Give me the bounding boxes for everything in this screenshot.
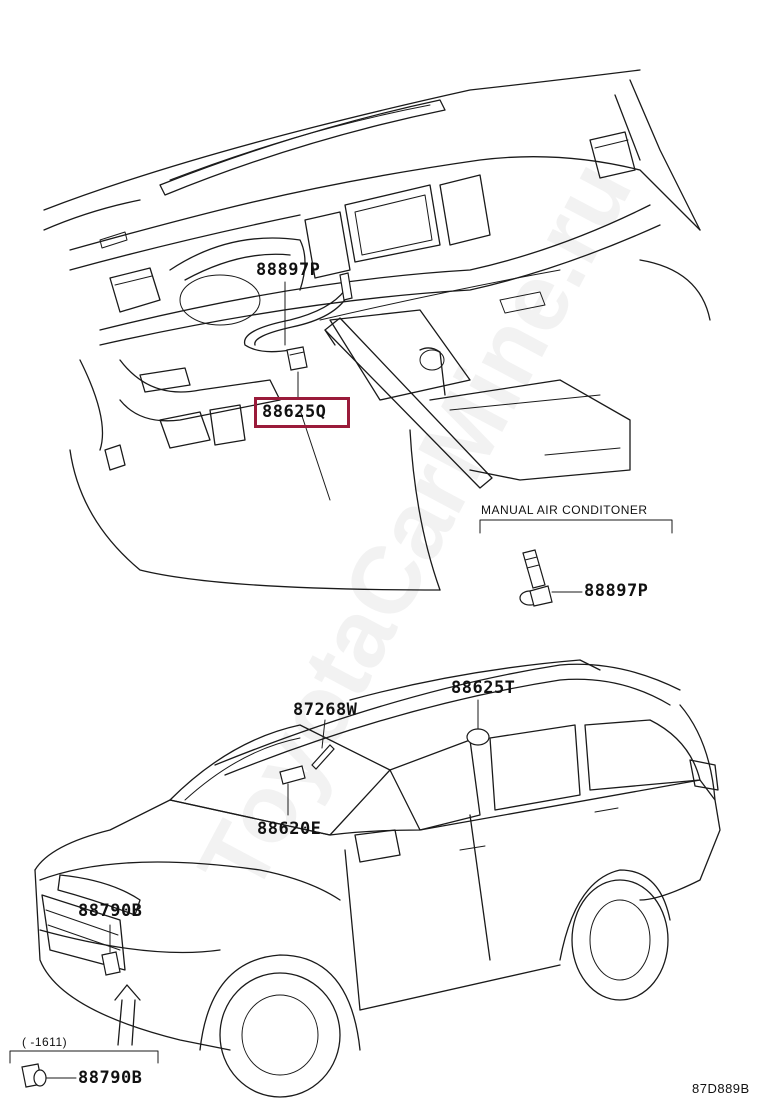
label-88625Q[interactable]: 88625Q: [262, 402, 327, 422]
vehicle-drawing: [34, 659, 721, 1098]
label-88625T[interactable]: 88625T: [451, 678, 516, 698]
label-88897P-inset[interactable]: 88897P: [584, 581, 649, 601]
inset-bracket: [479, 519, 673, 607]
label-88897P-dash[interactable]: 88897P: [256, 260, 321, 280]
label-88790B-inset[interactable]: 88790B: [78, 1068, 143, 1088]
highlight-box-88625Q: [254, 397, 350, 428]
dashboard-drawing: [43, 69, 711, 591]
label-87268W[interactable]: 87268W: [293, 700, 358, 720]
inset-title: MANUAL AIR CONDITONER: [481, 503, 648, 517]
production-range: ( -1611): [22, 1035, 68, 1049]
label-88620E[interactable]: 88620E: [257, 819, 322, 839]
bottom-inset: [9, 1050, 159, 1088]
label-88790B-front[interactable]: 88790B: [78, 901, 143, 921]
diagram-code: 87D889B: [692, 1081, 750, 1096]
